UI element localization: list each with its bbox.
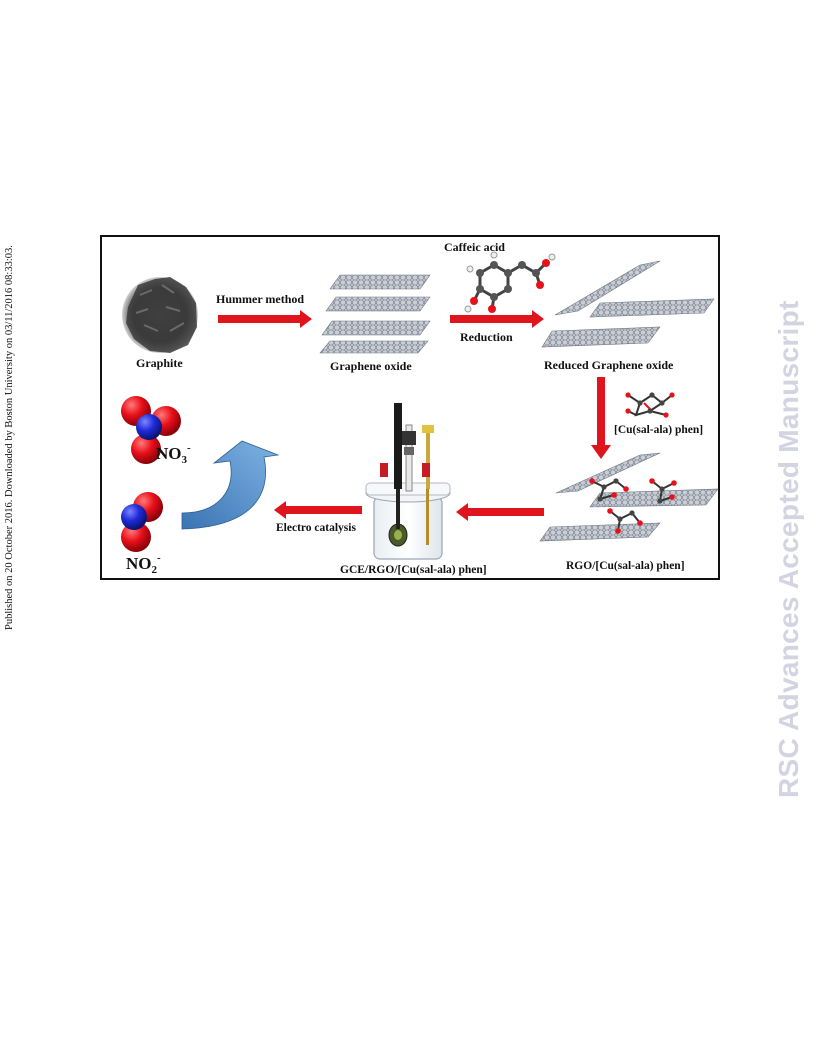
electrochemical-cell bbox=[365, 403, 451, 560]
reduction-label: Reduction bbox=[460, 330, 513, 344]
oxidation-curved-arrow bbox=[181, 440, 280, 530]
accepted-manuscript-watermark: RSC Advances Accepted Manuscript bbox=[773, 300, 804, 798]
publication-notice: Published on 20 October 2016. Downloaded… bbox=[4, 245, 15, 630]
caffeic-acid-label: Caffeic acid bbox=[444, 240, 505, 254]
nitrate-molecule bbox=[121, 396, 181, 464]
gce-rgo-complex-label: GCE/RGO/[Cu(sal-ala) phen] bbox=[340, 564, 487, 576]
electro-catalysis-arrow bbox=[274, 501, 362, 519]
electro-catalysis-label: Electro catalysis bbox=[276, 522, 356, 534]
nitrite-formula: NO2- bbox=[126, 552, 161, 576]
reduced-graphene-oxide-label: Reduced Graphene oxide bbox=[544, 358, 674, 372]
graphene-oxide-sheets bbox=[319, 274, 431, 354]
rgo-complex-label: RGO/[Cu(sal-ala) phen] bbox=[566, 560, 685, 572]
reduced-graphene-oxide-sheets bbox=[541, 260, 715, 348]
hummer-arrow bbox=[218, 310, 312, 328]
synthesis-scheme-figure: Graphite Hummer method Graphene oxide Ca… bbox=[100, 235, 720, 580]
reduction-arrow bbox=[450, 310, 544, 328]
electrode-fabrication-arrow bbox=[456, 503, 544, 521]
cu-complex-molecule bbox=[625, 392, 675, 418]
graphene-oxide-label: Graphene oxide bbox=[330, 359, 412, 373]
rgo-complex-composite bbox=[539, 452, 719, 542]
cu-complex-label: [Cu(sal-ala) phen] bbox=[614, 424, 703, 436]
graphite-label: Graphite bbox=[136, 356, 183, 370]
caffeic-acid-molecule bbox=[464, 251, 556, 313]
nitrate-formula: NO3- bbox=[156, 442, 191, 466]
graphite-particle bbox=[122, 277, 198, 353]
nitrite-molecule bbox=[121, 492, 163, 552]
hummer-method-label: Hummer method bbox=[216, 292, 304, 306]
functionalization-arrow bbox=[591, 377, 611, 459]
